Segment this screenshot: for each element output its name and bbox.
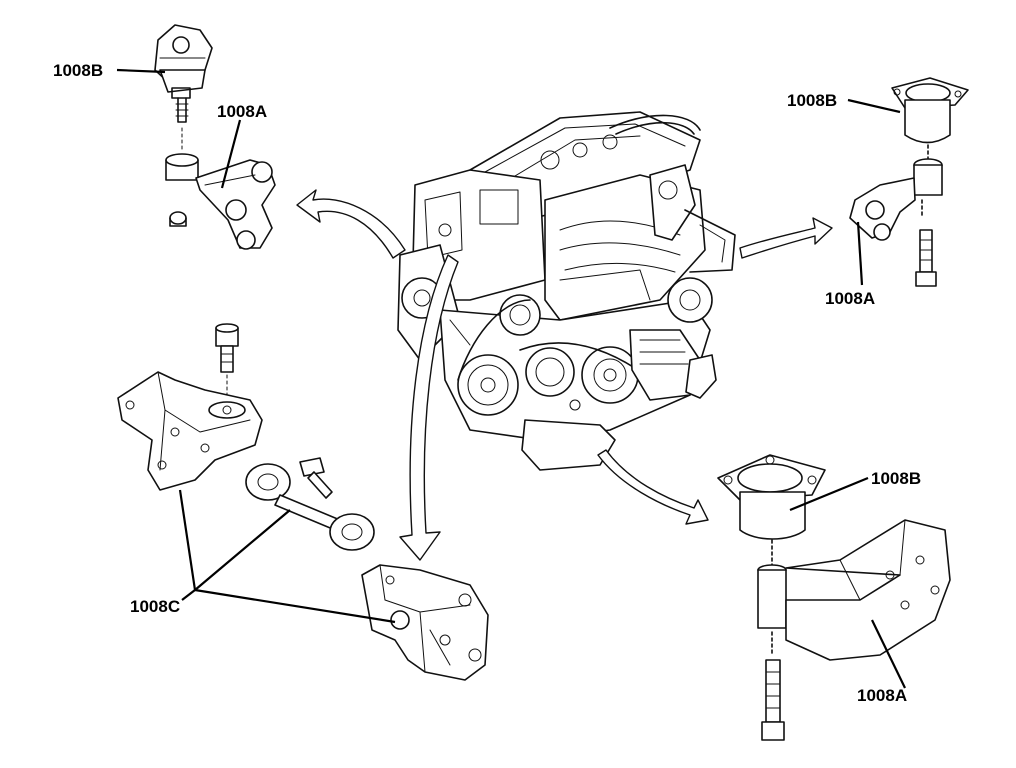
bottom-right-mount-1008a	[757, 519, 951, 741]
label-top-right-1008a: 1008A	[825, 289, 875, 308]
top-right-mount-1008b	[891, 77, 969, 161]
arrow-to-bottom-center	[399, 254, 459, 561]
label-bottom-right-1008a: 1008A	[857, 686, 907, 705]
arrow-to-top-right	[739, 217, 833, 259]
top-right-mount-1008a	[849, 158, 943, 287]
bottom-right-mount-1008b	[717, 454, 826, 566]
arrow-to-top-left	[296, 189, 406, 259]
label-top-left-1008b: 1008B	[53, 61, 103, 80]
label-top-left-1008a: 1008A	[217, 102, 267, 121]
label-bottom-left-1008c: 1008C	[130, 597, 180, 616]
arrow-to-bottom-right	[597, 449, 709, 525]
torque-rod-1008c	[245, 457, 375, 551]
top-left-mount-1008b	[154, 24, 213, 123]
label-bottom-right-1008b: 1008B	[871, 469, 921, 488]
label-top-right-1008b: 1008B	[787, 91, 837, 110]
leader-lines	[116, 68, 906, 689]
top-left-mount-1008a	[165, 127, 276, 250]
lower-bracket-1008c	[361, 564, 489, 681]
left-mount-bracket-1008c	[117, 371, 263, 491]
engine-block	[397, 111, 736, 471]
left-mount-bolt	[215, 323, 239, 396]
